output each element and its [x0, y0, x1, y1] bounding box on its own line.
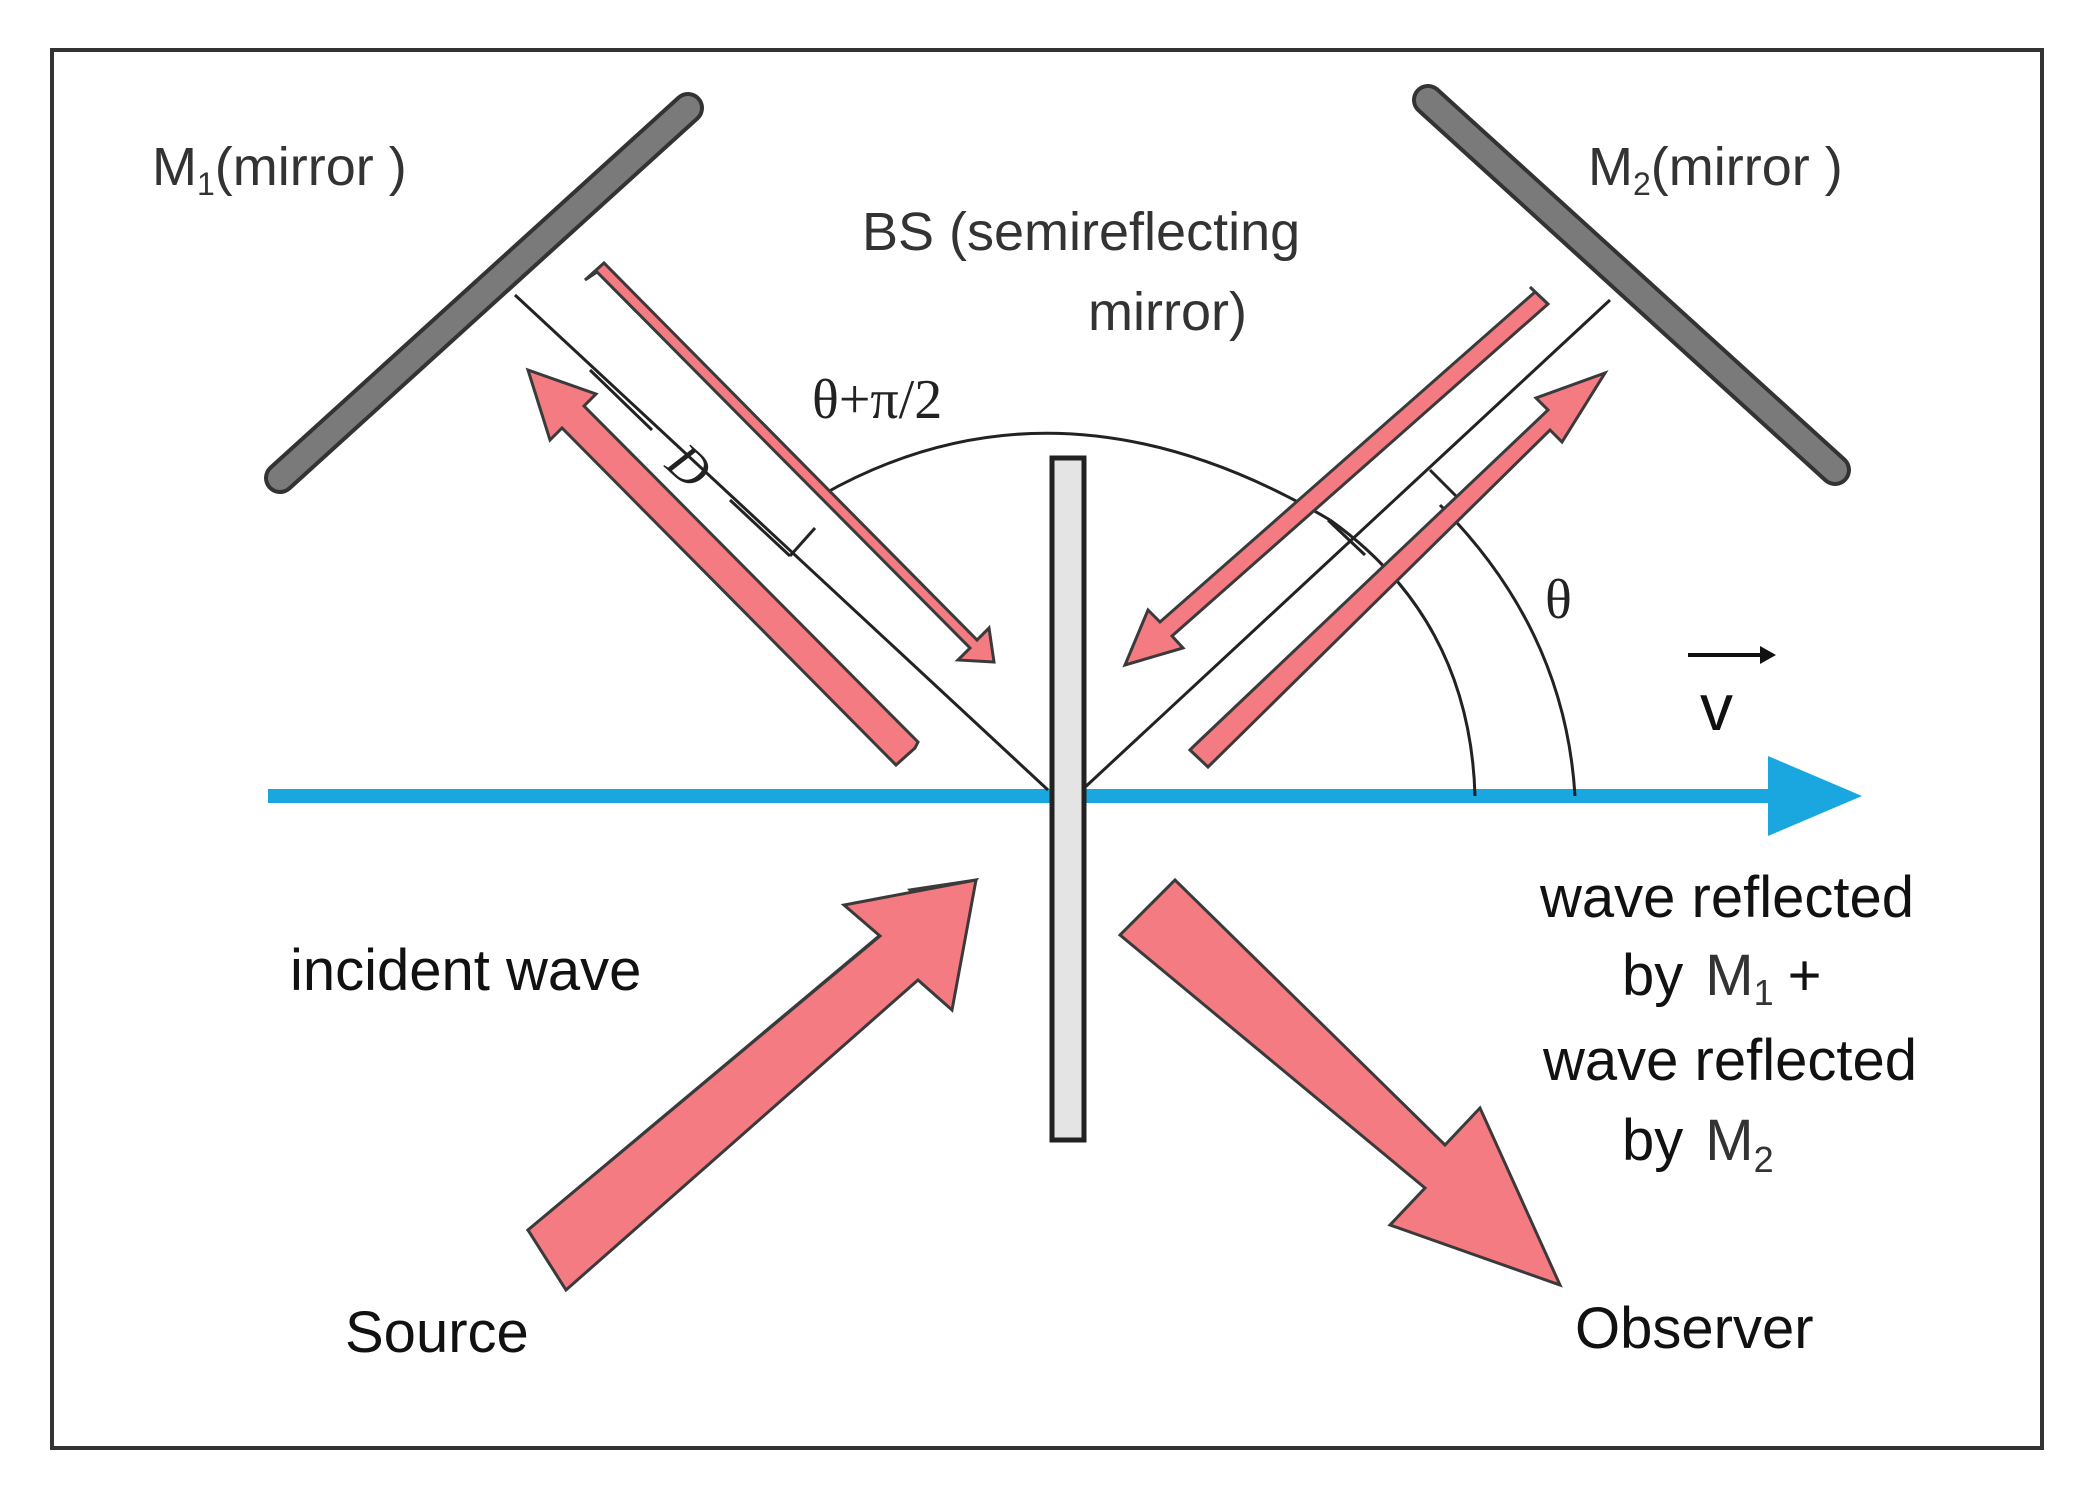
- m2-label: M2(mirror ): [1588, 137, 1843, 202]
- diagram-frame: [50, 48, 2044, 1450]
- reflected-label-line1: wave reflected: [1539, 865, 1914, 930]
- bs-label-line1: BS (semireflecting: [862, 202, 1300, 262]
- velocity-axis: [268, 756, 1862, 836]
- mirror-m2: [1412, 84, 1851, 486]
- angle-arcs: [821, 431, 1577, 797]
- beam-arrows-left: [525, 260, 996, 768]
- angle-outer-label: θ+π/2: [812, 369, 942, 431]
- mirror-m1: [264, 92, 704, 494]
- bs-label-line2: mirror): [1088, 282, 1247, 342]
- velocity-vector-arrow: [1688, 646, 1776, 664]
- distance-marker: [588, 368, 817, 558]
- m1-label: M1(mirror ): [152, 137, 407, 202]
- angle-inner-label: θ: [1545, 569, 1572, 631]
- source-label: Source: [345, 1300, 529, 1365]
- velocity-label: v: [1700, 670, 1733, 744]
- observer-label: Observer: [1575, 1296, 1814, 1361]
- observer-wave-arrow: [1117, 877, 1563, 1288]
- incident-wave-label: incident wave: [290, 938, 641, 1003]
- beam-path-lines: [513, 293, 1612, 792]
- incident-wave-arrow-body: [526, 878, 978, 1293]
- beam-arrows-right: [1122, 285, 1609, 770]
- beam-splitter: [1049, 455, 1087, 1143]
- reflected-label-line3: wave reflected: [1542, 1028, 1917, 1093]
